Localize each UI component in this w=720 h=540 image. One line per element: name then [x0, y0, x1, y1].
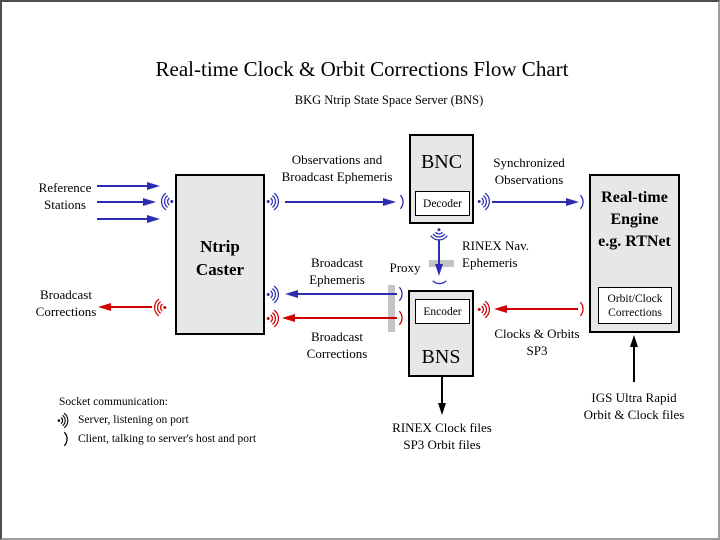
- arrow-head: [285, 289, 298, 298]
- orbit-clock-corrections-label: Orbit/Clock Corrections: [607, 292, 663, 319]
- arrow-head: [383, 197, 396, 206]
- broadcast-ephemeris-label: Broadcast Ephemeris: [309, 255, 365, 287]
- realtime-engine-label: Real-time Engine e.g. RTNet: [598, 189, 671, 250]
- proxy-bar-horizontal: [429, 260, 454, 267]
- encoder-box: Encoder: [415, 299, 470, 324]
- encoder-label: Encoder: [423, 305, 462, 318]
- arrow-head: [147, 214, 160, 223]
- realtime-engine-box: Real-time Engine e.g. RTNet Orbit/Clock …: [589, 174, 680, 333]
- arrow-shaft: [97, 218, 147, 220]
- client-socket-icon-engine-out: [579, 301, 586, 317]
- client-socket-icon-engine-in: [579, 194, 586, 210]
- ntrip-caster-label: Ntrip Caster: [195, 236, 245, 279]
- page-subtitle: BKG Ntrip State Space Server (BNS): [294, 93, 484, 107]
- server-socket-icon-bnc-out: [477, 192, 493, 211]
- broadcast-corrections-upload-label: Broadcast Corrections: [306, 329, 368, 361]
- arrow-shaft: [111, 306, 152, 308]
- arrow-shaft: [633, 347, 635, 382]
- client-socket-icon-bnc-in: [399, 194, 406, 210]
- arrow-shaft: [97, 201, 143, 203]
- server-socket-icon-caster-obs-in: [158, 192, 174, 211]
- arrow-head: [437, 403, 446, 415]
- arrow-head: [434, 264, 443, 276]
- server-socket-icon-caster-broadcast-out: [151, 298, 167, 317]
- legend-title: Socket communication:: [59, 396, 168, 408]
- arrow-head: [566, 197, 579, 206]
- arrow-head: [147, 181, 160, 190]
- legend-client-label: Client, talking to server's host and por…: [78, 433, 257, 445]
- bnc-box: BNC Decoder: [409, 134, 474, 224]
- synchronized-observations-label: Synchronized Observations: [493, 155, 565, 187]
- arrow-head: [143, 197, 156, 206]
- bns-label: BNS: [421, 346, 461, 368]
- decoder-box: Decoder: [415, 191, 470, 216]
- rinex-nav-ephemeris-label: RINEX Nav. Ephemeris: [462, 238, 530, 270]
- arrow-shaft: [492, 201, 566, 203]
- decoder-label: Decoder: [423, 197, 462, 210]
- rinex-clock-sp3-files-label: RINEX Clock files SP3 Orbit files: [392, 420, 492, 452]
- arrow-shaft: [507, 308, 578, 310]
- orbit-clock-corrections-box: Orbit/Clock Corrections: [598, 287, 672, 324]
- server-socket-icon-caster-obs-out: [266, 192, 282, 211]
- igs-ultra-rapid-label: IGS Ultra Rapid Orbit & Clock files: [583, 390, 685, 422]
- ntrip-caster-box: Ntrip Caster: [175, 174, 265, 335]
- arrow-head: [98, 302, 111, 311]
- arrow-shaft: [441, 377, 443, 403]
- server-socket-icon-caster-corrections: [266, 309, 282, 328]
- server-socket-icon-encoder: [477, 300, 493, 319]
- arrow-shaft: [298, 293, 397, 295]
- arrow-head: [494, 304, 507, 313]
- server-socket-icon-caster-ephemeris: [266, 285, 282, 304]
- proxy-bar-vertical: [388, 285, 395, 332]
- arrow-head: [282, 313, 295, 322]
- bnc-label: BNC: [420, 151, 463, 173]
- bns-box: Encoder BNS: [408, 290, 474, 377]
- broadcast-corrections-output-label: Broadcast Corrections: [35, 287, 97, 319]
- reference-stations-label: Reference Stations: [38, 180, 92, 212]
- arrow-shaft: [285, 201, 383, 203]
- client-socket-icon-bns-top: [432, 280, 448, 287]
- observations-broadcast-ephemeris-label: Observations and Broadcast Ephemeris: [281, 152, 393, 184]
- legend-server-socket-icon: [57, 412, 71, 429]
- arrow-head: [629, 335, 638, 347]
- client-socket-icon-bns-ephemeris: [398, 286, 405, 302]
- page-title: Real-time Clock & Orbit Corrections Flow…: [155, 57, 569, 81]
- legend-server-label: Server, listening on port: [78, 414, 189, 426]
- arrow-shaft: [97, 185, 147, 187]
- legend-client-socket-icon: [63, 431, 70, 447]
- arrow-shaft: [438, 240, 440, 264]
- client-socket-icon-bns-corrections: [398, 310, 405, 326]
- arrow-shaft: [295, 317, 397, 319]
- proxy-label: Proxy: [389, 260, 421, 275]
- clocks-orbits-sp3-label: Clocks & Orbits SP3: [494, 326, 580, 358]
- server-socket-icon-bnc-bottom: [430, 227, 449, 244]
